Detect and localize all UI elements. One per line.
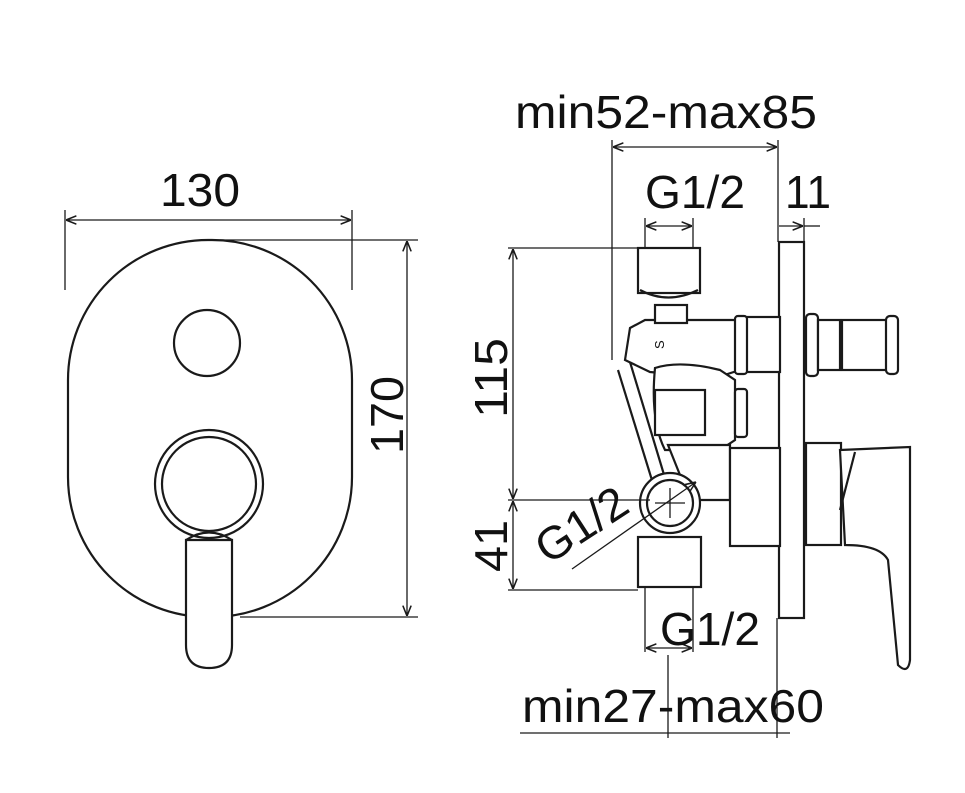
lever-handle — [153, 428, 265, 670]
bottom-depth-range-label: min27-max60 — [522, 680, 824, 732]
depth-range-label: min52-max85 — [515, 86, 817, 138]
top-inlet-label: G1/2 — [645, 166, 745, 218]
bottom-outlet-cap — [636, 535, 703, 589]
side-view: S min52-max85 G1/2 — [465, 86, 912, 738]
side-outlet-label: G1/2 — [525, 476, 637, 574]
plate-thickness-label: 11 — [785, 166, 831, 218]
dimension-lower-height: 41 — [465, 501, 638, 591]
dimension-plate-thickness: 11 — [779, 166, 831, 242]
dimension-depth-range: min52-max85 — [515, 86, 817, 360]
height-label: 170 — [361, 376, 413, 454]
dimension-width: 130 — [64, 164, 353, 290]
upper-height-label: 115 — [465, 338, 517, 418]
diverter-button-side — [804, 312, 900, 378]
diverter-button — [172, 308, 242, 378]
dimension-height: 170 — [220, 239, 418, 618]
dimension-bottom-outlet: G1/2 — [644, 587, 760, 655]
bottom-outlet-label: G1/2 — [660, 603, 760, 655]
lever-side — [804, 441, 912, 671]
width-label: 130 — [160, 164, 240, 216]
front-view: 130 170 — [64, 164, 418, 670]
lower-height-label: 41 — [465, 520, 517, 572]
wall-plate — [777, 240, 806, 620]
body-marking: S — [652, 340, 667, 349]
dimension-bottom-depth-range: min27-max60 — [520, 618, 824, 738]
dimension-upper-height: 115 — [465, 247, 650, 501]
top-inlet-cap — [636, 246, 702, 295]
valve-body: S — [616, 246, 782, 589]
dimension-top-inlet: G1/2 — [644, 166, 745, 248]
